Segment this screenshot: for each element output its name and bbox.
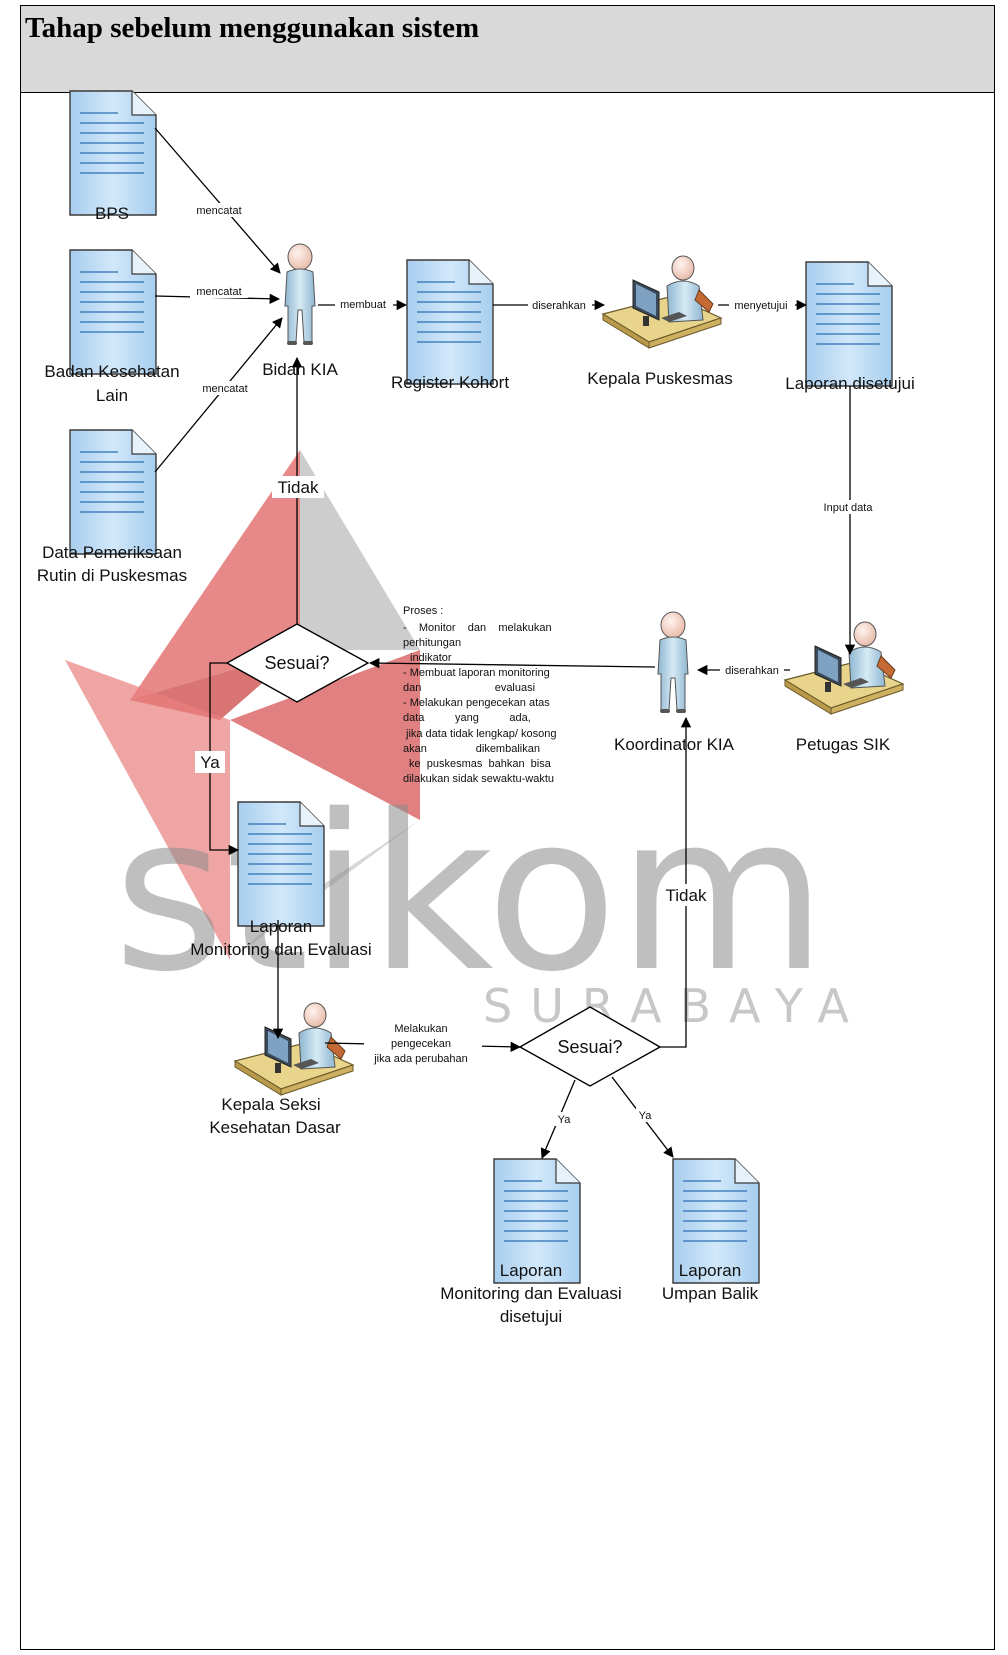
node-label-laporan-disetujui: Laporan disetujui (785, 374, 914, 393)
note-line-1: - Monitor dan melakukan (403, 622, 552, 634)
node-label-kepala-seksi-1: Kepala Seksi (221, 1095, 320, 1114)
edge-label-diserahkan-2: diserahkan (725, 665, 779, 677)
sesuai-decision-1 (225, 623, 370, 703)
note-line-6: - Melakukan pengecekan atas (403, 697, 550, 709)
node-label-data-1: Data Pemeriksaan (42, 543, 182, 562)
edge-label-cek-line1: Melakukan (394, 1023, 447, 1035)
node-label-lapmon-ok-3: disetujui (500, 1307, 562, 1326)
edge-label-ya-2: Ya (558, 1114, 572, 1126)
edge-label-tidak-2: Tidak (666, 886, 707, 905)
kepala-puskesmas-workstation-icon (602, 255, 722, 349)
note-line-5: dan evaluasi (403, 682, 535, 694)
watermark-subtext: SURABAYA (483, 979, 867, 1033)
note-line-9: akan dikembalikan (403, 743, 540, 755)
edge-label-membuat: membuat (340, 299, 386, 311)
process-note: Proses : - Monitor dan melakukan perhitu… (403, 605, 556, 785)
edge-label-tidak-1: Tidak (278, 478, 319, 497)
note-line-8: jika data tidak lengkap/ kosong (405, 728, 556, 740)
node-label-bps: BPS (95, 204, 129, 223)
koordinator-kia-person-icon (657, 611, 689, 714)
decision-1-label: Sesuai? (264, 653, 329, 673)
sesuai-decision-2 (518, 1006, 662, 1087)
node-label-lapmon-ok-2: Monitoring dan Evaluasi (440, 1284, 621, 1303)
node-label-lapmon-1: Laporan (250, 917, 312, 936)
laporan-disetujui-document-icon (805, 261, 893, 387)
node-label-koordinator-kia: Koordinator KIA (614, 735, 735, 754)
bps-document-icon (69, 90, 157, 216)
diagram-title: Tahap sebelum menggunakan sistem (25, 12, 480, 44)
register-kohort-document-icon (406, 259, 494, 385)
note-line-7: data yang ada, (403, 712, 531, 724)
node-label-bidan-kia: Bidan KIA (262, 360, 338, 379)
edge-label-menyetujui: menyetujui (734, 300, 787, 312)
edge-label-mencatat-3: mencatat (202, 383, 247, 395)
note-line-4: - Membuat laporan monitoring (403, 667, 550, 679)
note-line-2: perhitungan (403, 637, 461, 649)
edge-label-cek-line2: pengecekan (391, 1038, 451, 1050)
decision-2-label: Sesuai? (557, 1037, 622, 1057)
note-line-3: indikator (410, 652, 452, 664)
edge-label-cek-line3: jika ada perubahan (373, 1053, 468, 1065)
data-pemeriksaan-document-icon (69, 429, 157, 555)
node-label-kepala-seksi-2: Kesehatan Dasar (209, 1118, 341, 1137)
edge-label-input-data: Input data (824, 502, 874, 514)
node-label-data-2: Rutin di Puskesmas (37, 566, 187, 585)
node-label-umpan-2: Umpan Balik (662, 1284, 759, 1303)
edge-label-diserahkan-1: diserahkan (532, 300, 586, 312)
node-label-badan-1: Badan Kesehatan (44, 362, 179, 381)
badan-document-icon (69, 249, 157, 375)
node-label-kepala-puskesmas: Kepala Puskesmas (587, 369, 733, 388)
node-label-badan-2: Lain (96, 386, 128, 405)
node-label-lapmon-2: Monitoring dan Evaluasi (190, 940, 371, 959)
edge-label-ya-3: Ya (639, 1110, 653, 1122)
edge-label-mencatat-2: mencatat (196, 286, 241, 298)
laporan-monitoring-document-icon (237, 801, 325, 927)
edge-label-mencatat-1: mencatat (196, 205, 241, 217)
note-line-10: ke puskesmas bahkan bisa (409, 758, 552, 770)
note-line-11: dilakukan sidak sewaktu-waktu (403, 773, 554, 785)
note-line-0: Proses : (403, 605, 443, 617)
node-label-lapmon-ok-1: Laporan (500, 1261, 562, 1280)
petugas-sik-workstation-icon (784, 621, 904, 715)
header-bar: Tahap sebelum menggunakan sistem (21, 6, 994, 93)
node-label-umpan-1: Laporan (679, 1261, 741, 1280)
node-label-petugas-sik: Petugas SIK (796, 735, 891, 754)
node-label-register-kohort: Register Kohort (391, 373, 509, 392)
bidan-kia-person-icon (284, 243, 316, 346)
edge-label-ya-1: Ya (200, 753, 220, 772)
